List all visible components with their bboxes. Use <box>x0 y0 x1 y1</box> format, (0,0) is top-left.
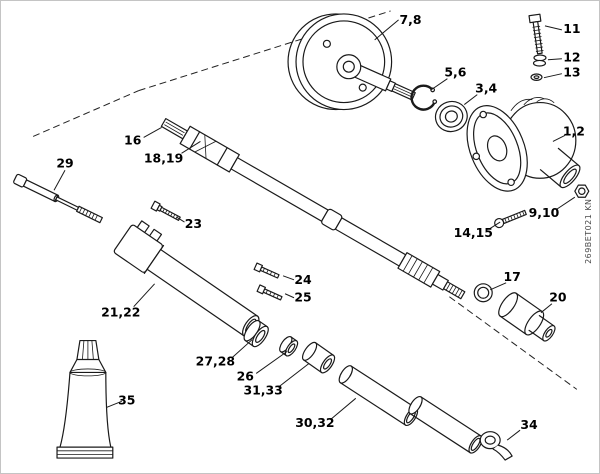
part-gear-housing <box>466 97 581 192</box>
part-tube-section-a <box>338 365 419 427</box>
leader-line-34 <box>506 429 521 441</box>
part-label-34: 34 <box>520 417 538 432</box>
leader-line-25 <box>284 293 295 299</box>
part-label-25: 25 <box>294 290 311 305</box>
part-drive-shaft <box>160 118 466 300</box>
part-label-23: 23 <box>185 216 202 231</box>
part-collar-nut <box>574 184 590 198</box>
leader-line-11 <box>544 25 563 31</box>
part-label-26: 26 <box>237 368 254 383</box>
leader-line-23 <box>176 216 185 223</box>
leader-line-1-2 <box>552 134 566 142</box>
part-housing-screw <box>494 209 527 229</box>
part-tube-section-b <box>408 395 483 454</box>
part-label-31-33: 31,33 <box>243 382 282 397</box>
part-clamp-screw <box>150 200 181 221</box>
leader-line-3-4 <box>464 94 478 105</box>
leader-line-9-10 <box>556 196 576 210</box>
leader-line-31-33 <box>277 363 310 388</box>
leader-line-14-15 <box>488 221 501 230</box>
part-label-20: 20 <box>549 290 567 305</box>
part-label-7-8: 7,8 <box>400 12 422 27</box>
leader-line-27-28 <box>231 339 253 358</box>
part-label-24: 24 <box>294 272 312 287</box>
part-label-1-2: 1,2 <box>563 123 585 138</box>
part-clutch-drum <box>287 13 416 111</box>
part-label-21-22: 21,22 <box>101 305 140 320</box>
part-label-29: 29 <box>56 155 73 170</box>
leader-line-5-6 <box>431 78 448 91</box>
leader-line-29 <box>53 170 66 191</box>
part-drive-tube <box>113 220 260 337</box>
part-coupling-sleeve <box>498 292 556 342</box>
part-bolt <box>528 13 544 55</box>
part-label-14-15: 14,15 <box>454 225 493 240</box>
leader-line-17 <box>489 282 507 291</box>
leader-line-16 <box>143 127 162 138</box>
part-bushing-large <box>243 319 269 348</box>
part-label-5-6: 5,6 <box>444 65 466 80</box>
part-label-18-19: 18,19 <box>144 150 183 165</box>
watermark-text: 269BET021 KN <box>584 199 593 264</box>
part-connector-shaft <box>13 173 103 224</box>
part-screw-25 <box>256 284 283 301</box>
part-ball-bearing <box>434 100 468 133</box>
part-label-11: 11 <box>563 21 580 36</box>
part-circlip <box>410 84 438 111</box>
leader-line-18-19 <box>181 140 201 154</box>
part-bushing-small <box>279 335 299 357</box>
part-label-13: 13 <box>563 65 580 80</box>
leader-line-30-32 <box>330 397 357 420</box>
part-grease-tube <box>56 339 114 459</box>
part-washer-set <box>530 54 547 81</box>
part-label-16: 16 <box>124 132 141 147</box>
leader-line-21-22 <box>133 283 155 308</box>
part-screw-24 <box>253 262 280 279</box>
leader-line-26 <box>255 351 288 374</box>
leader-line-20 <box>540 303 553 314</box>
part-label-9-10: 9,10 <box>529 205 560 220</box>
leader-line-7-8 <box>374 19 399 41</box>
part-label-3-4: 3,4 <box>475 81 497 96</box>
part-o-ring <box>473 283 493 303</box>
leader-line-24 <box>282 275 295 281</box>
part-sleeve <box>301 341 336 374</box>
part-label-17: 17 <box>503 269 520 284</box>
part-label-27-28: 27,28 <box>196 353 235 368</box>
leader-line-12 <box>547 58 562 61</box>
part-label-30-32: 30,32 <box>295 415 334 430</box>
part-label-12: 12 <box>563 50 580 65</box>
leader-line-13 <box>543 73 562 79</box>
part-label-35: 35 <box>118 392 135 407</box>
leader-line-35 <box>106 400 122 408</box>
part-hanger-clip <box>479 431 513 461</box>
